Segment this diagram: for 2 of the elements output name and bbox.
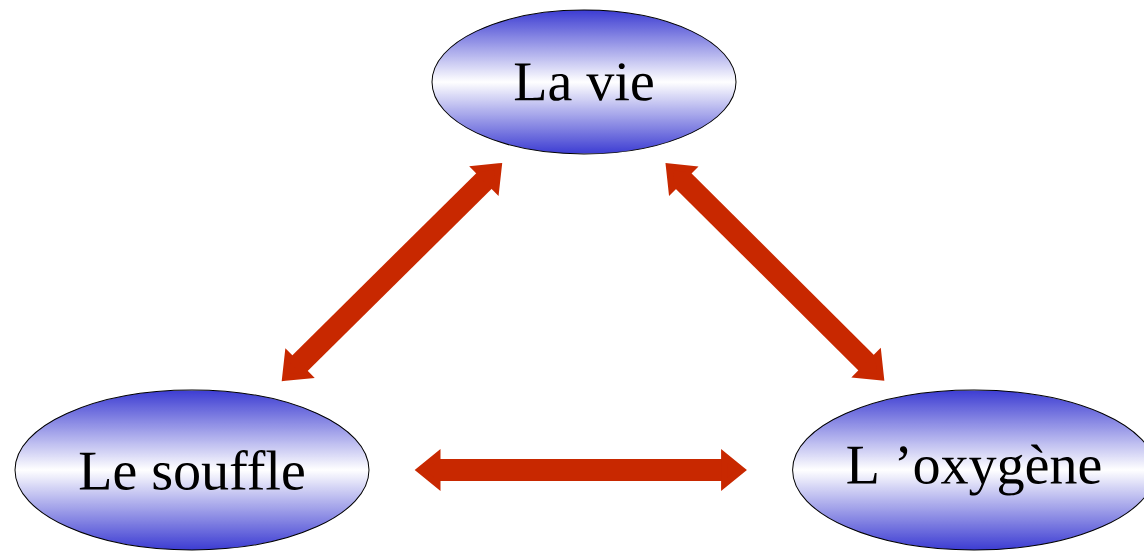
ellipse-node: La vie	[431, 9, 737, 155]
ellipse-node: Le souffle	[14, 389, 370, 551]
